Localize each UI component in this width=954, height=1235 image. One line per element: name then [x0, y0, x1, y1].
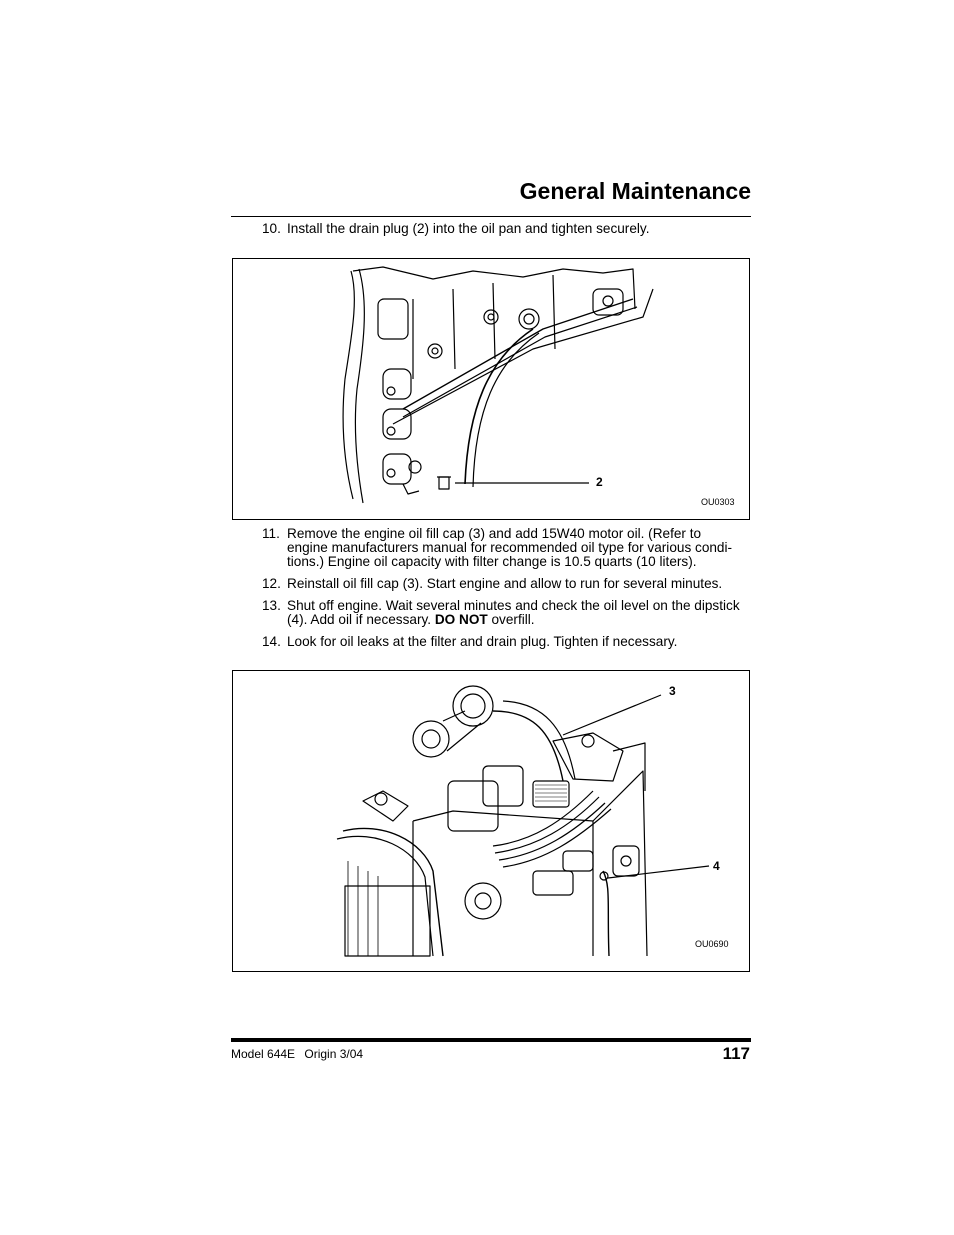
origin-label: Origin 3/04 — [304, 1047, 364, 1061]
figure-code: OU0690 — [695, 939, 729, 949]
step-text: Look for oil leaks at the filter and dra… — [287, 634, 678, 649]
step-number: 14. — [262, 634, 281, 649]
model-label: Model 644E — [231, 1047, 296, 1061]
step-text-line: Shut off engine. Wait several minutes an… — [287, 598, 740, 613]
step-number: 12. — [262, 576, 281, 591]
step-text: overfill. — [487, 612, 535, 627]
step-number: 10. — [262, 221, 281, 236]
footer-info: Model 644E Origin 3/04 — [231, 1047, 369, 1061]
warning-emphasis: DO NOT — [434, 612, 488, 627]
figure-engine-fill-cap-dipstick: 3 4 OU0690 — [232, 670, 750, 972]
step-text: Reinstall oil fill cap (3). Start engine… — [287, 576, 723, 591]
oil-pan-illustration — [342, 266, 654, 504]
figure-code: OU0303 — [701, 497, 735, 507]
step-text: Install the drain plug (2) into the oil … — [287, 221, 650, 236]
callout-leader-4 — [607, 865, 710, 879]
step-number: 13. — [262, 598, 281, 613]
callout-2: 2 — [596, 475, 603, 489]
step-number: 11. — [262, 526, 280, 541]
page-number: 117 — [722, 1044, 750, 1063]
step-text-line: tions.) Engine oil capacity with filter … — [287, 554, 697, 569]
step-text: (4). Add oil if necessary. — [287, 612, 435, 627]
callout-3: 3 — [669, 684, 676, 698]
header-rule — [231, 216, 751, 217]
step-text-line: engine manufacturers manual for recommen… — [287, 540, 733, 555]
figure-oil-pan-drain-plug: 2 OU0303 — [232, 258, 750, 520]
engine-illustration — [336, 685, 710, 957]
footer-rule — [231, 1038, 751, 1042]
callout-leader-3 — [562, 694, 662, 736]
section-title: General Maintenance — [519, 178, 751, 204]
step-text-line: Remove the engine oil fill cap (3) and a… — [287, 526, 702, 541]
callout-4: 4 — [713, 859, 720, 873]
